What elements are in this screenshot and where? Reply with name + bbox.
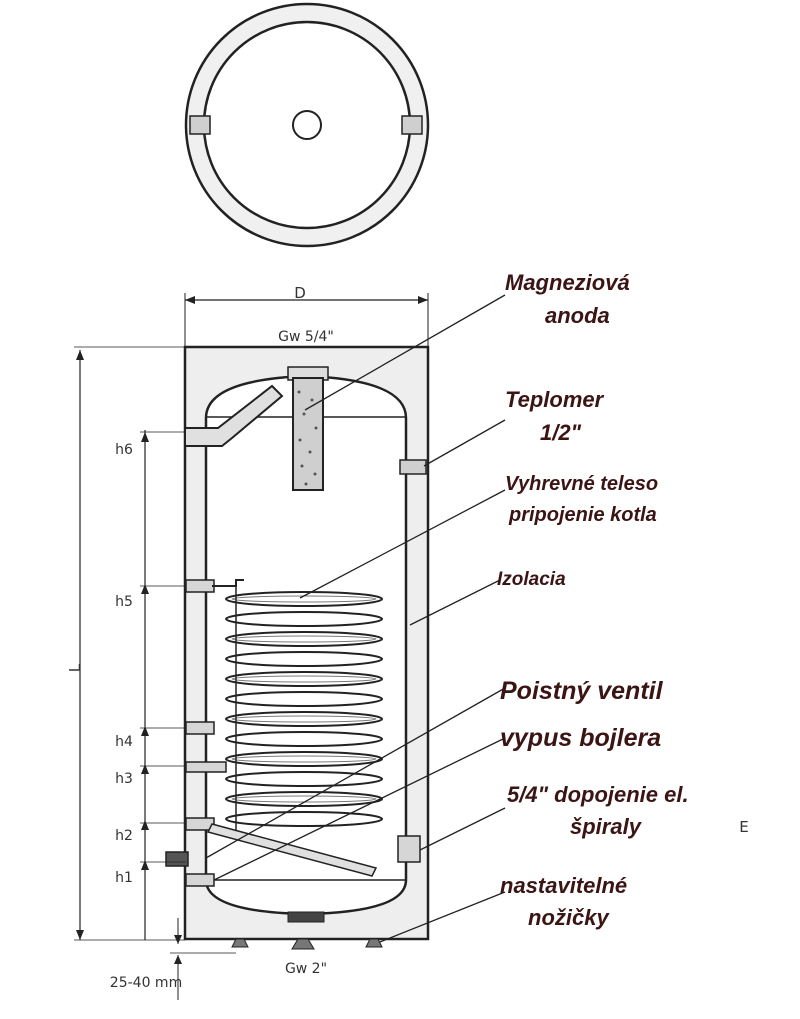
thermometer-socket <box>399 459 427 475</box>
spiral-label-line2: špiraly <box>570 814 643 839</box>
leg-range-label: 25-40 mm <box>110 975 182 991</box>
top-view <box>184 2 430 248</box>
thermometer-label-line1: Teplomer <box>505 387 605 412</box>
dimensions <box>74 293 429 1000</box>
spiral-label-line1: 5/4" dopojenie el. <box>507 782 689 807</box>
bottom-connection-label: Gw 2" <box>285 961 327 977</box>
h4-label: h4 <box>115 734 133 750</box>
top-connection-label: Gw 5/4" <box>278 329 334 345</box>
anode-label-line1: Magneziová <box>505 270 630 295</box>
heating-coil <box>206 579 383 877</box>
adjustable-feet <box>231 938 383 950</box>
outlet-pipe <box>186 384 284 447</box>
heater-label-line1: Vyhrevné teleso <box>505 473 658 495</box>
drain-label: vypus bojlera <box>500 724 661 752</box>
side-view <box>165 345 430 950</box>
insulation-label: Izolacia <box>497 569 566 590</box>
thermometer-label-line2: 1/2" <box>540 420 582 445</box>
h1-label: h1 <box>115 870 133 886</box>
heater-label-line2: pripojenie kotla <box>508 504 657 526</box>
feet-label-line1: nastavitelné <box>500 873 627 898</box>
diameter-label: D <box>294 284 306 302</box>
length-label: L <box>66 663 84 672</box>
side-letter: E <box>739 818 748 836</box>
drain-valve <box>165 851 189 867</box>
valve-label: Poistný ventil <box>500 677 664 705</box>
feet-label-line2: nožičky <box>528 905 610 930</box>
h6-label: h6 <box>115 442 133 458</box>
leader-lines <box>205 294 506 943</box>
anode-label-line2: anoda <box>545 303 610 328</box>
magnesium-anode <box>292 377 324 491</box>
top-clamp-left <box>189 115 211 135</box>
h3-label: h3 <box>115 771 133 787</box>
spiral-socket <box>397 835 421 863</box>
h2-label: h2 <box>115 828 133 844</box>
top-clamp-right <box>401 115 423 135</box>
h5-label: h5 <box>115 594 133 610</box>
